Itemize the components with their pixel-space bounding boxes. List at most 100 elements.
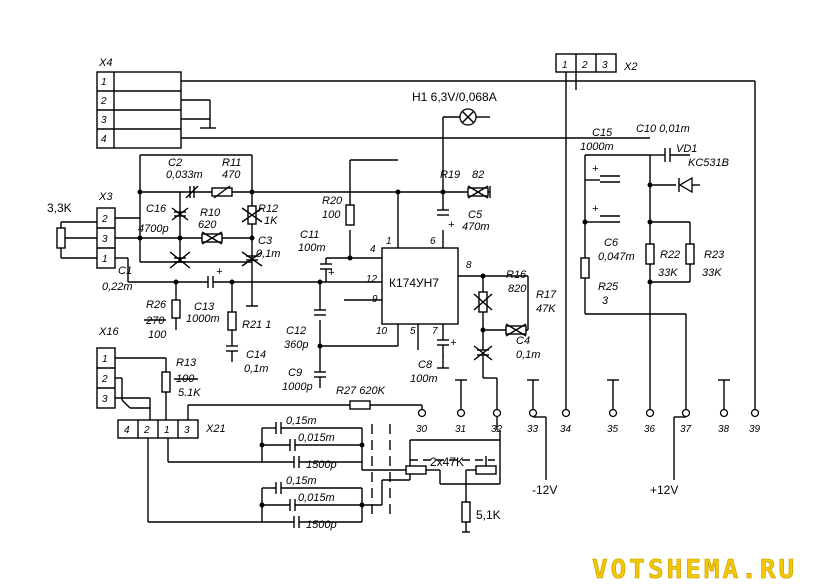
lamp-h1: H1 6,3V/0,068A [412,90,497,126]
r21-label: R21 1 [242,319,271,331]
x3-pin-3: 3 [102,234,108,245]
c13-plus: + [216,266,223,278]
r20-label: R20 [322,195,343,207]
x16-pin-3: 3 [102,394,108,405]
caps-b-2: 1500p [306,519,337,531]
c3-value: 0,1m [256,248,280,260]
terminal-38: 38 [718,424,730,435]
terminal-34: 34 [560,424,572,435]
ic-pin-12: 12 [366,274,378,285]
ic-pin-5: 5 [410,326,416,337]
c16-label: C16 [146,203,167,215]
capacitor-c12: C12 360p [284,309,326,351]
connector-x3-label: X3 [98,191,113,203]
r16-label: R16 [506,269,527,281]
capacitor-c14: C14 0,1m [226,345,268,375]
c11-plus: + [328,267,335,279]
capacitor-c4: C4 0,1m [473,330,540,378]
dual-pot-2x47k: 2x47K [382,439,501,485]
r11-value: 470 [222,169,241,181]
terminal-33: 33 [527,424,539,435]
r25-value: 3 [602,295,609,307]
x21-pin-4: 4 [124,425,130,436]
r19-label: R19 [440,169,460,181]
c3-label: C3 [258,235,273,247]
r13-value: 5.1K [178,387,201,399]
c6-label: C6 [604,237,619,249]
resistor-r11: R11 470 [211,157,241,199]
caps-a-0: 0,15m [286,415,317,427]
c12-value: 360p [284,339,308,351]
r19-value: 82 [472,169,484,181]
r25-label: R25 [598,281,619,293]
resistor-r22: R22 33K [645,243,680,279]
pot-3k3: 3,3K [47,201,97,259]
r10-label: R10 [200,207,221,219]
terminal-39: 39 [749,424,761,435]
x3-pin-1: 1 [102,254,108,265]
supply-negative: -12V [532,483,557,497]
connector-x21-label: X21 [205,423,226,435]
resistor-r26: R26 270 100 [144,282,181,341]
r12-label: R12 [258,203,278,215]
c5-plus: + [448,219,455,231]
connector-x2: 1 2 3 X2 [555,53,637,73]
resistor-r17: R17 47K [505,289,557,337]
caps-a-2: 1500p [306,459,337,471]
caps-b-1: 0,015m [298,492,335,504]
c8-value: 100m [410,373,438,385]
capacitor-c10: C10 0,01m [636,123,690,162]
c13-value: 1000m [186,313,220,325]
terminal-32: 32 [491,424,503,435]
connector-x2-label: X2 [623,61,637,73]
terminal-30: 30 [416,424,428,435]
x2-pin-1: 1 [562,60,568,71]
c2-label: C2 [168,157,182,169]
resistor-r27: R27 620K [336,385,422,410]
c15-label: C15 [592,127,613,139]
capacitor-c5: + C5 470m [437,209,490,233]
c15-value: 1000m [580,141,614,153]
watermark-logo: VOTSHEMA.RU [592,555,797,585]
r16-value: 820 [508,283,527,295]
resistor-r25: R25 3 [580,257,687,410]
c6-value: 0,047m [598,251,635,263]
r27-label: R27 620K [336,385,386,397]
c5-label: C5 [468,209,483,221]
ic-name: К174УН7 [389,276,439,290]
ic-pin-4: 4 [370,244,376,255]
r11-label: R11 [222,157,241,169]
ic-pin-10: 10 [376,326,388,337]
capacitor-c2: C2 0,033m [166,157,203,199]
c12-label: C12 [286,325,306,337]
capacitor-c1: C1 0,22m [102,265,208,293]
dual-pot-label: 2x47K [430,455,464,469]
c4-label: C4 [516,335,530,347]
capacitor-c6: + C6 0,047m [585,203,635,263]
x4-pin-4: 4 [101,134,107,145]
ic-pin-8: 8 [466,260,472,271]
capacitor-c16: C16 4700p [138,203,189,235]
resistor-r16: R16 820 [473,269,527,313]
resistor-5k1: 5,1K [461,501,501,533]
c14-value: 0,1m [244,363,268,375]
resistor-r23: R23 33K [685,243,725,279]
resistor-5k1-label: 5,1K [476,508,501,522]
resistor-r10: R10 620 [198,207,223,245]
c13-label: C13 [194,301,215,313]
c16-value: 4700p [138,223,169,235]
capacitor-c13: + C13 1000m [186,266,358,325]
junction-dots [137,182,653,508]
vd1-label: VD1 [676,143,697,155]
terminal-strip: 30 31 32 33 34 35 36 37 38 39 [416,408,761,435]
vd1-value: KC531B [688,157,729,169]
connector-x16-label: X16 [98,326,119,338]
connector-x4-label: X4 [98,57,112,69]
r10-value: 620 [198,219,217,231]
ic-k174un7: К174УН7 1 6 4 12 9 10 5 7 8 [366,236,472,337]
x2-pin-3: 3 [602,60,608,71]
x16-pin-2: 2 [101,374,108,385]
r13-label: R13 [176,357,197,369]
caps-b-0: 0,15m [286,475,317,487]
pot-3k3-label: 3,3K [47,201,72,215]
